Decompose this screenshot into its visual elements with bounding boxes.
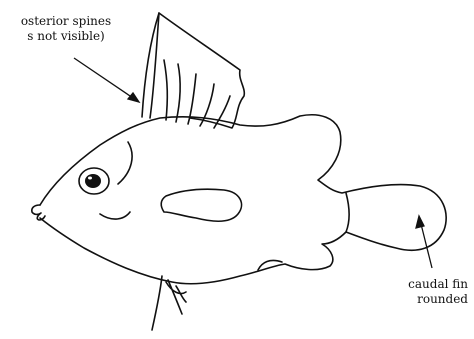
operculum [100, 212, 130, 219]
caudal-arrowhead [416, 216, 424, 228]
dorsal-fin-ray [164, 60, 167, 120]
caudal-fin-line1: caudal fin [368, 277, 468, 292]
caudal-peduncle-line [346, 193, 349, 232]
pectoral-fin [161, 189, 241, 221]
fish-mouth [32, 205, 45, 220]
pelvic-fin-detail [176, 286, 186, 302]
dorsal-fin-ray [214, 96, 230, 128]
caudal-fin-label: caudal fin rounded [368, 277, 468, 307]
gill-line [118, 142, 132, 184]
pelvic-fin [152, 276, 186, 330]
fish-pupil [85, 174, 101, 188]
caudal-fin-line2: rounded [368, 292, 468, 307]
fish-body [40, 115, 446, 284]
spines-arrow-line [74, 58, 136, 100]
posterior-spines-label: osterior spines s not visible) [0, 14, 136, 44]
dorsal-fin-ray [176, 64, 180, 122]
pupil-highlight [88, 177, 92, 180]
posterior-spines-line2: s not visible) [0, 29, 136, 44]
spines-arrowhead [128, 93, 139, 102]
posterior-spines-line1: osterior spines [0, 14, 136, 29]
